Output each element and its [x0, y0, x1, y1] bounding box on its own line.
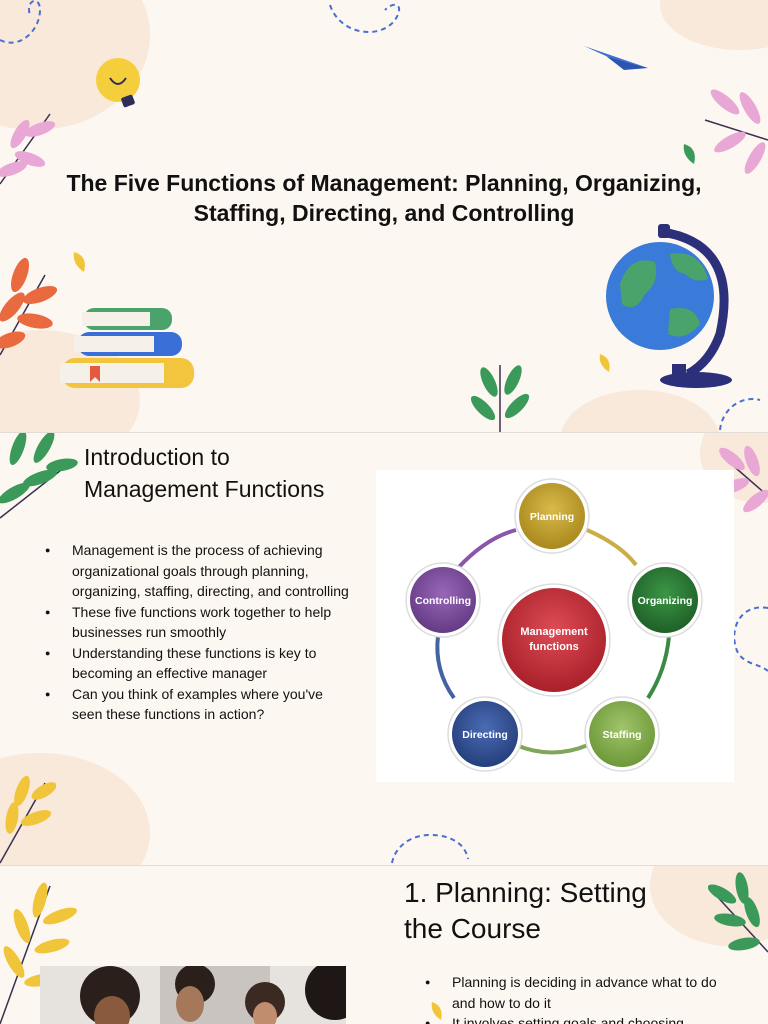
- decorative-swirls: [0, 0, 761, 431]
- decorative-swirl: [391, 833, 469, 864]
- node-label: Directing: [462, 729, 508, 741]
- bullet-item: Can you think of examples where you've s…: [45, 684, 355, 725]
- node-controlling: Controlling: [405, 562, 481, 638]
- bullet-item: Management is the process of achieving o…: [45, 540, 355, 602]
- node-staffing: Staffing: [584, 696, 660, 772]
- node-center: Management functions: [497, 583, 611, 697]
- node-label: Controlling: [415, 595, 471, 607]
- slide-divider: [0, 432, 768, 433]
- yellow-leaf-icon: [0, 775, 56, 864]
- center-label: functions: [529, 641, 579, 653]
- paper-plane-icon: [584, 46, 648, 70]
- bullet-item: Planning is deciding in advance what to …: [425, 972, 730, 1013]
- yellow-leaf-icon: [0, 882, 78, 1024]
- orange-leaf-icon: [0, 257, 58, 356]
- heading-line: Introduction to: [84, 444, 230, 470]
- pink-leaf-icon: [718, 445, 768, 513]
- cycle-diagram: Planning Organizing Staffing Directing C: [405, 478, 703, 772]
- bullet-list: Planning is deciding in advance what to …: [425, 972, 730, 1024]
- lightbulb-icon: [96, 58, 140, 108]
- green-leaf-icon: [470, 365, 530, 432]
- title-slide: The Five Functions of Management: Planni…: [0, 0, 768, 432]
- heading-line: 1. Planning: Setting: [404, 877, 647, 908]
- center-label: Management: [520, 626, 588, 638]
- yellow-leaf-icon: [599, 354, 610, 372]
- books-icon: [60, 308, 194, 388]
- planning-slide: 1. Planning: Setting the Course Planning…: [0, 866, 768, 1024]
- management-functions-diagram: Planning Organizing Staffing Directing C: [376, 470, 734, 782]
- node-label: Staffing: [602, 729, 641, 741]
- green-leaf-icon: [708, 872, 768, 953]
- node-organizing: Organizing: [627, 562, 703, 638]
- slide-title: The Five Functions of Management: Planni…: [66, 170, 702, 226]
- node-planning: Planning: [514, 478, 590, 554]
- green-leaf-icon: [0, 433, 78, 519]
- node-directing: Directing: [447, 696, 523, 772]
- team-photo-image: [40, 966, 346, 1024]
- heading-line: Management Functions: [84, 476, 325, 502]
- slide-divider: [0, 865, 768, 866]
- yellow-leaf-icon: [73, 252, 85, 272]
- bullet-item: It involves setting goals and choosing: [425, 1013, 730, 1024]
- pink-leaf-icon: [704, 89, 768, 174]
- node-label: Organizing: [638, 595, 693, 607]
- team-photo: [40, 966, 346, 1024]
- heading-line: the Course: [404, 913, 541, 944]
- bullet-item: Understanding these functions is key to …: [45, 643, 355, 684]
- node-label: Planning: [530, 511, 574, 523]
- leaf-icon: [683, 144, 695, 164]
- pink-leaf-icon: [0, 113, 56, 185]
- globe-icon: [606, 224, 732, 388]
- slide-heading: Introduction to Management Functions: [84, 441, 324, 505]
- bullet-list: Management is the process of achieving o…: [45, 540, 355, 725]
- decorative-swirl: [733, 606, 768, 672]
- intro-slide: Introduction to Management Functions Man…: [0, 433, 768, 865]
- bullet-item: These five functions work together to he…: [45, 602, 355, 643]
- slide-heading: 1. Planning: Setting the Course: [404, 875, 647, 947]
